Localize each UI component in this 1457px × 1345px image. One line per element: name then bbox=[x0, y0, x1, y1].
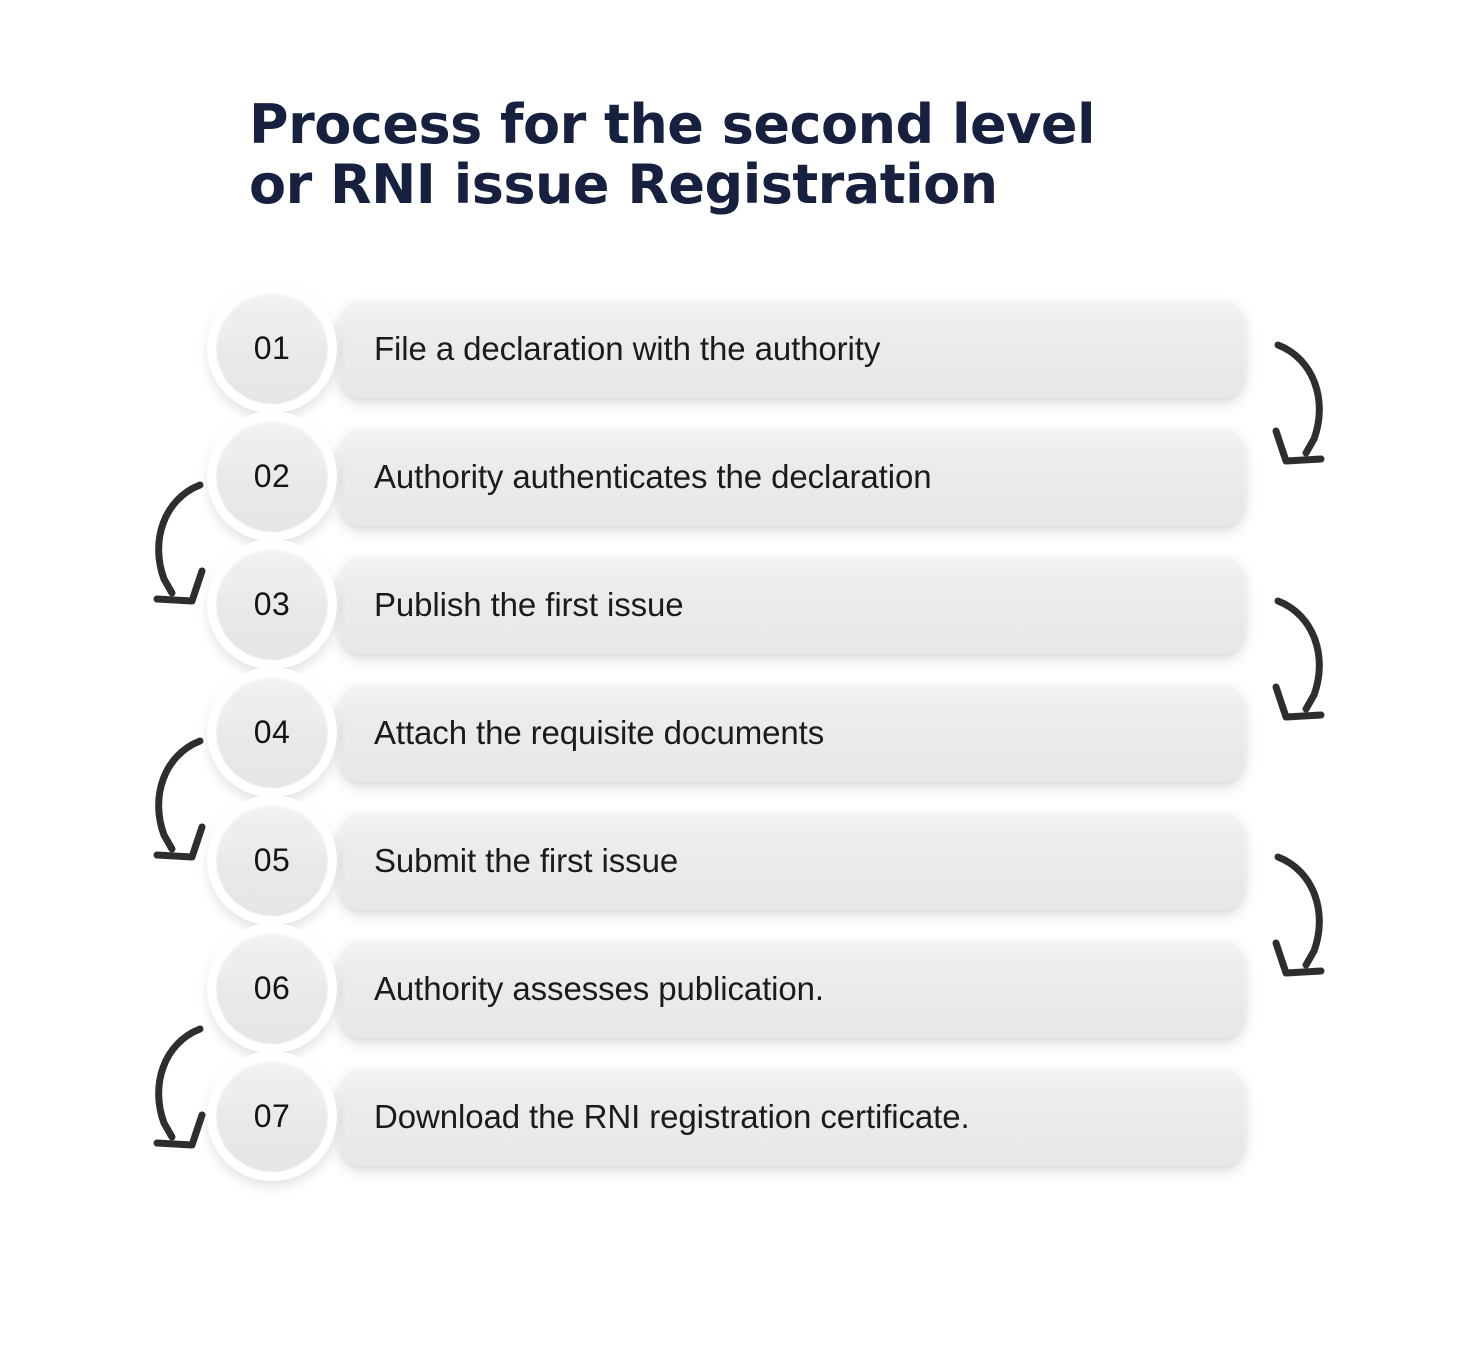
step-number-text: 03 bbox=[253, 586, 291, 622]
step-label-text: Authority assesses publication. bbox=[374, 969, 824, 1007]
step-label-text: Submit the first issue bbox=[374, 841, 679, 879]
step-number-text: 02 bbox=[253, 458, 291, 494]
process-step-03[interactable]: Publish the first issue 03 bbox=[0, 539, 1457, 669]
step-number-badge[interactable]: 05 bbox=[207, 795, 337, 925]
step-number-badge[interactable]: 07 bbox=[207, 1051, 337, 1181]
step-label-text: Attach the requisite documents bbox=[374, 713, 825, 751]
step-label-bar[interactable]: File a declaration with the authority bbox=[338, 298, 1246, 398]
process-step-04[interactable]: Attach the requisite documents 04 bbox=[0, 667, 1457, 797]
step-label-bar[interactable]: Publish the first issue bbox=[338, 554, 1246, 654]
step-label-bar[interactable]: Submit the first issue bbox=[338, 810, 1246, 910]
step-number-text: 05 bbox=[253, 842, 291, 878]
step-label-bar[interactable]: Attach the requisite documents bbox=[338, 682, 1246, 782]
step-number-text: 04 bbox=[253, 714, 291, 750]
process-step-06[interactable]: Authority assesses publication. 06 bbox=[0, 923, 1457, 1053]
step-number-text: 07 bbox=[253, 1098, 291, 1134]
step-label-bar[interactable]: Download the RNI registration certificat… bbox=[338, 1066, 1246, 1166]
step-label-text: File a declaration with the authority bbox=[374, 329, 881, 367]
process-step-01[interactable]: File a declaration with the authority 01 bbox=[0, 283, 1457, 413]
process-step-05[interactable]: Submit the first issue 05 bbox=[0, 795, 1457, 925]
process-step-02[interactable]: Authority authenticates the declaration … bbox=[0, 411, 1457, 541]
step-number-text: 01 bbox=[253, 330, 291, 366]
step-number-text: 06 bbox=[253, 970, 291, 1006]
step-number-badge[interactable]: 06 bbox=[207, 923, 337, 1053]
step-label-text: Publish the first issue bbox=[374, 585, 684, 623]
step-label-text: Authority authenticates the declaration bbox=[374, 457, 932, 495]
page-title: Process for the second level or RNI issu… bbox=[249, 93, 1095, 217]
step-label-text: Download the RNI registration certificat… bbox=[374, 1097, 970, 1135]
step-label-bar[interactable]: Authority authenticates the declaration bbox=[338, 426, 1246, 526]
step-label-bar[interactable]: Authority assesses publication. bbox=[338, 938, 1246, 1038]
step-number-badge[interactable]: 02 bbox=[207, 411, 337, 541]
process-step-07[interactable]: Download the RNI registration certificat… bbox=[0, 1051, 1457, 1181]
step-number-badge[interactable]: 03 bbox=[207, 539, 337, 669]
step-number-badge[interactable]: 01 bbox=[207, 283, 337, 413]
step-number-badge[interactable]: 04 bbox=[207, 667, 337, 797]
